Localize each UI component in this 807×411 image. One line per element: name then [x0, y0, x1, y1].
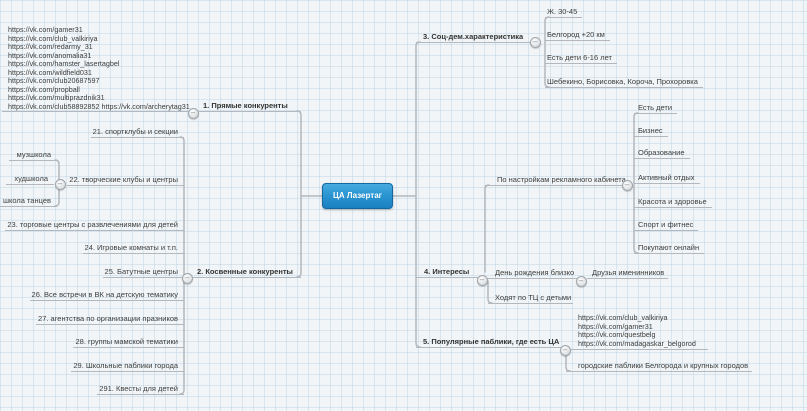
node-popular-urls[interactable]: https://vk.com/club_valkiriya https://vk… — [570, 313, 708, 350]
collapse-toggle-interests[interactable]: – — [476, 274, 488, 286]
node-sportclubs[interactable]: 21. спортклубы и секции — [90, 127, 184, 138]
node-ad-business[interactable]: Бизнес — [634, 126, 668, 137]
node-ad-beauty-health[interactable]: Красота и здоровье — [634, 197, 712, 208]
node-birthday-soon[interactable]: День рождения близко — [486, 268, 586, 279]
url-line: https://vk.com/multiprazdnik31 — [8, 93, 105, 102]
node-mom-groups[interactable]: 28. группы мамской тематики — [73, 337, 184, 348]
node-socdem[interactable]: 3. Соц-дем.характеристика — [416, 32, 537, 43]
node-socdem-gender-age[interactable]: Ж. 30-45 — [545, 7, 583, 18]
root-node[interactable]: ЦА Лазертаг — [322, 183, 393, 209]
node-trampoline-centers[interactable]: 25. Батутные центры — [102, 267, 184, 278]
node-ad-cabinet[interactable]: По настройкам рекламного кабинета — [485, 175, 633, 186]
url-line: https://vk.com/club20687597 — [8, 76, 100, 85]
collapse-toggle-creative[interactable]: – — [54, 178, 66, 190]
node-malls-with-kids[interactable]: 23. торговые центры с развлечениями для … — [5, 220, 184, 231]
node-socdem-kids-age[interactable]: Есть дети 6-16 лет — [545, 53, 617, 64]
minus-icon: – — [184, 272, 190, 282]
node-interests[interactable]: 4. Интересы — [416, 267, 485, 278]
collapse-toggle-socdem[interactable]: – — [529, 36, 541, 48]
node-mall-with-kids[interactable]: Ходят по ТЦ с детьми — [488, 293, 573, 304]
node-ad-buy-online[interactable]: Покупают онлайн — [634, 243, 705, 254]
node-vk-kids-meetings[interactable]: 26. Все встречи в ВК на детскую тематику — [29, 290, 184, 301]
collapse-toggle-ad-cabinet[interactable]: – — [621, 179, 633, 191]
collapse-toggle-birthday[interactable]: – — [575, 275, 587, 287]
node-direct-competitors[interactable]: 1. Прямые конкуренты — [199, 101, 301, 112]
node-kids-quests[interactable]: 291. Квесты для детей — [97, 384, 184, 395]
url-line: https://vk.com/gamer31 — [8, 25, 83, 34]
url-line: https://vk.com/club58892852 https://vk.c… — [8, 101, 190, 111]
node-game-rooms[interactable]: 24. Игровые комнаты и т.п. — [82, 243, 184, 254]
node-ad-education[interactable]: Образование — [634, 148, 690, 159]
url-line: https://vk.com/hamster_lasertagbel — [8, 59, 120, 68]
node-city-publics[interactable]: городские паблики Белгорода и крупных го… — [566, 361, 752, 372]
node-popular-publics[interactable]: 5. Популярные паблики, где есть ЦА — [416, 337, 568, 348]
url-line: https://vk.com/gamer31 — [578, 321, 653, 331]
node-dance-school[interactable]: школа танцев — [0, 196, 57, 207]
node-event-agencies[interactable]: 27. агентства по организации празников — [36, 314, 184, 325]
node-school-publics[interactable]: 29. Школьные паблики города — [71, 361, 184, 372]
minus-icon: – — [624, 179, 630, 189]
url-line: https://vk.com/wildfield031 — [8, 67, 92, 77]
collapse-toggle-indirect[interactable]: – — [181, 272, 193, 284]
node-socdem-geo[interactable]: Белгород +20 км — [545, 30, 610, 41]
minus-icon: – — [578, 275, 584, 285]
node-creative-clubs[interactable]: 22. творческие клубы и центры — [67, 175, 184, 186]
minus-icon: – — [532, 36, 538, 46]
minus-icon: – — [57, 178, 63, 188]
node-ad-has-kids[interactable]: Есть дети — [634, 103, 678, 114]
url-line: https://vk.com/madagaskar_belgorod — [578, 338, 696, 348]
minus-icon: – — [562, 344, 568, 354]
minus-icon: – — [190, 107, 196, 117]
url-line: https://vk.com/club_valkiriya — [8, 33, 98, 43]
node-music-school[interactable]: музшкола — [8, 150, 57, 161]
collapse-toggle-direct[interactable]: – — [187, 107, 199, 119]
node-art-school[interactable]: худшкола — [6, 174, 54, 185]
node-ad-sport-fitness[interactable]: Спорт и фитнес — [634, 220, 699, 231]
node-direct-urls[interactable]: https://vk.com/gamer31 https://vk.com/cl… — [2, 25, 193, 112]
url-line: https://vk.com/propball — [8, 84, 80, 94]
collapse-toggle-popular[interactable]: – — [559, 344, 571, 356]
node-birthday-friends[interactable]: Друзья именинников — [587, 268, 668, 279]
url-line: https://vk.com/club_valkiriya — [578, 313, 668, 322]
url-line: https://vk.com/questbelg — [578, 330, 656, 339]
node-ad-active-leisure[interactable]: Активный отдых — [634, 173, 700, 184]
url-line: https://vk.com/anomalia31 — [8, 50, 92, 60]
minus-icon: – — [479, 274, 485, 284]
url-line: https://vk.com/redarmy_31 — [8, 42, 93, 51]
node-socdem-towns[interactable]: Шебекино, Борисовка, Короча, Прохоровка — [545, 77, 703, 88]
node-indirect-competitors[interactable]: 2. Косвенные конкуренты — [193, 267, 301, 278]
